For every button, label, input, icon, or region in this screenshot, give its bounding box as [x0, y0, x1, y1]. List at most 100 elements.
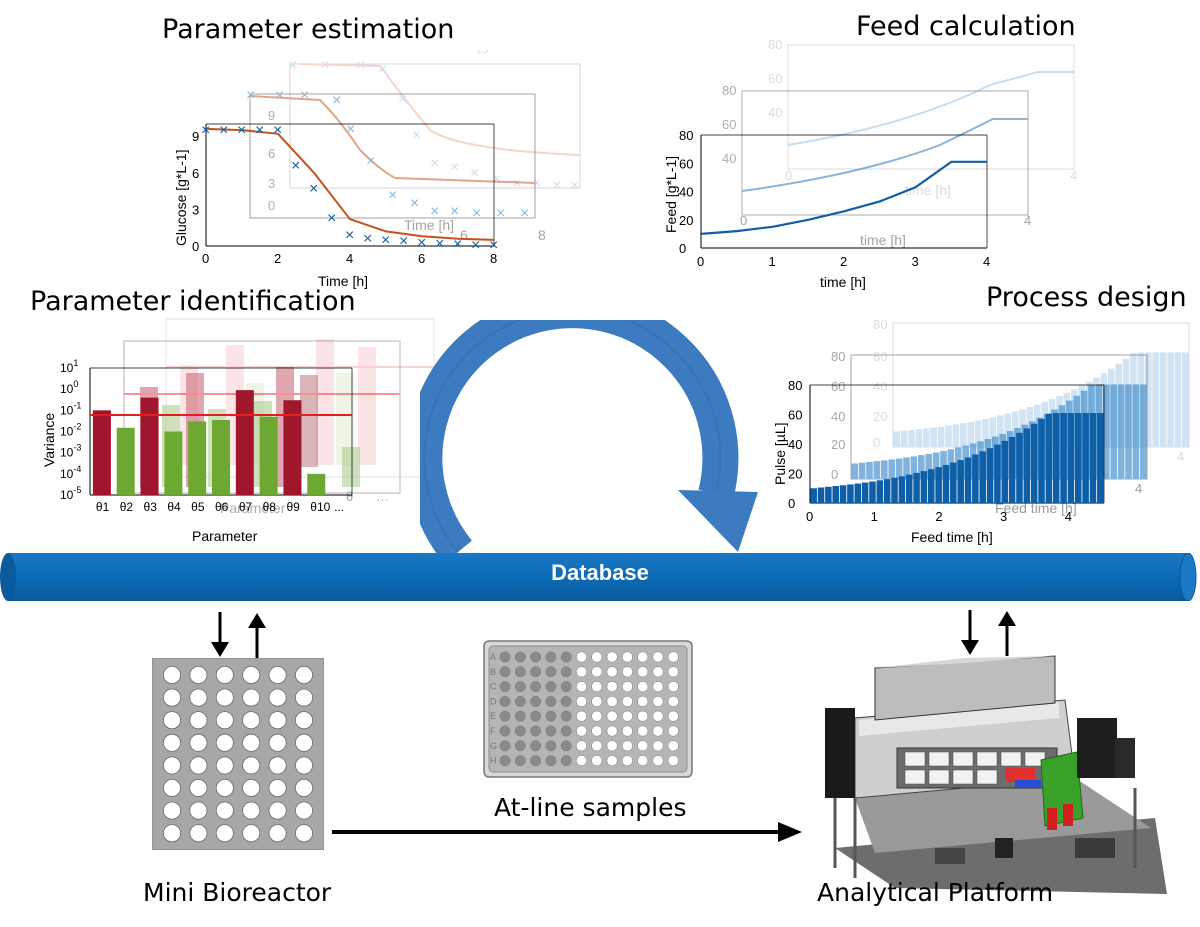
- bioreactor-well: [215, 756, 234, 775]
- pulse-bar: [817, 487, 825, 503]
- sample-well: [621, 695, 633, 707]
- transfer-arrow-icon: [332, 822, 802, 842]
- plate-row-label: A: [490, 652, 496, 662]
- pulse-bar: [920, 471, 928, 503]
- bioreactor-well: [268, 733, 287, 752]
- plate-row-label: B: [490, 667, 496, 677]
- variance-y-label: Variance: [41, 413, 57, 467]
- glucose-measured-point: ×: [381, 232, 390, 249]
- bioreactor-well: [242, 665, 261, 685]
- feed-mid-panel: 80 60 40 time [h] 4 0: [722, 83, 1031, 248]
- sample-well: [621, 666, 633, 678]
- sample-well: [591, 651, 603, 663]
- sample-well: [545, 740, 557, 752]
- sample-well: [530, 681, 542, 693]
- feed-x-tick: 3: [912, 254, 919, 269]
- bioreactor-well: [242, 779, 261, 798]
- svg-text:20: 20: [873, 409, 887, 424]
- sample-well: [499, 740, 511, 752]
- pulse-bar: [1001, 440, 1009, 503]
- variance-bar: [283, 400, 302, 495]
- feed-x-tick: 2: [840, 254, 847, 269]
- at-line-samples-caption: At-line samples: [494, 793, 687, 822]
- bioreactor-well: [162, 688, 182, 707]
- svg-text:0: 0: [831, 467, 838, 482]
- pulse-bar: [1045, 413, 1053, 503]
- pulse-bar: [839, 485, 847, 503]
- sample-well: [621, 681, 633, 693]
- sample-well: [667, 666, 679, 678]
- sample-well: [530, 725, 542, 737]
- svg-text:20: 20: [831, 437, 845, 452]
- sample-well: [499, 710, 511, 722]
- liquid-handling-robot-image: [825, 655, 1167, 894]
- glucose-y-tick: 3: [192, 202, 199, 217]
- pulse-bar: [1089, 413, 1097, 503]
- sample-well: [560, 695, 572, 707]
- svg-text:Time [h]: Time [h]: [404, 217, 454, 233]
- svg-text:80: 80: [873, 317, 887, 332]
- variance-x-tick: θ9: [286, 500, 300, 514]
- svg-text:0: 0: [873, 435, 880, 450]
- variance-bar: [188, 421, 207, 495]
- arrow-up-icon: [998, 611, 1016, 656]
- pulse-bar: [994, 444, 1001, 503]
- glucose-measured-point: ×: [471, 237, 480, 254]
- variance-bar: [259, 416, 278, 495]
- glucose-y-label: Glucose [g*L-1]: [173, 150, 189, 247]
- svg-text:×: ×: [300, 87, 309, 104]
- svg-text:×: ×: [450, 203, 459, 220]
- sample-well: [545, 651, 557, 663]
- glucose-chart-mid-panel: ×××× ×××× ×××× × 9 6 3 0 Time [h] 8 6: [246, 87, 546, 243]
- glucose-back-crosses: ×××× ×××× ×××× ××: [288, 57, 579, 194]
- pulse-y-tick: 80: [788, 378, 802, 393]
- svg-text:8: 8: [538, 227, 546, 243]
- sample-well: [591, 666, 603, 678]
- feed-front-series: [700, 160, 987, 235]
- variance-bar: [164, 431, 183, 495]
- sample-well: [637, 651, 649, 663]
- sample-well: [621, 725, 633, 737]
- bioreactor-well: [294, 688, 313, 707]
- glucose-measured-point: ×: [219, 122, 228, 139]
- feed-calculation-title: Feed calculation: [856, 11, 1076, 42]
- bioreactor-well: [215, 665, 234, 685]
- plate-row-label: G: [490, 741, 497, 751]
- glucose-measured-point: ×: [435, 236, 444, 253]
- feed-y-tick: 40: [679, 185, 693, 200]
- pulse-bars: [810, 413, 1104, 503]
- pulse-y-tick: 40: [788, 437, 802, 452]
- svg-text:6: 6: [268, 146, 275, 161]
- bioreactor-well: [242, 824, 261, 843]
- feed-y-tick: 60: [679, 156, 693, 171]
- svg-text:×: ×: [388, 187, 397, 204]
- pulse-bar: [854, 483, 862, 503]
- pulse-bar: [869, 481, 876, 503]
- sample-well: [560, 710, 572, 722]
- pulse-y-label: Pulse [µL]: [772, 422, 788, 485]
- pulse-bar: [883, 479, 891, 503]
- sample-well: [667, 681, 679, 693]
- svg-text:60: 60: [768, 71, 782, 86]
- sample-well: [621, 651, 633, 663]
- glucose-x-tick: 4: [346, 251, 353, 266]
- pulse-x-tick: 0: [806, 509, 813, 524]
- pulse-x-tick: 3: [1000, 509, 1007, 524]
- sample-well: [530, 651, 542, 663]
- variance-x-tick: θ8: [263, 500, 277, 514]
- variance-x-tick: ...: [334, 500, 344, 514]
- variance-x-label: Parameter: [192, 528, 258, 544]
- variance-y-tick: 10-5: [60, 485, 81, 502]
- sample-well: [576, 666, 587, 678]
- svg-text:×: ×: [496, 205, 505, 222]
- bioreactor-well: [189, 665, 208, 685]
- variance-y-tick: 10-1: [60, 400, 81, 417]
- sample-well: [560, 681, 572, 693]
- glucose-measured-point: ×: [255, 122, 264, 139]
- sample-well: [667, 725, 679, 737]
- variance-bar: [212, 419, 230, 495]
- glucose-x-tick: 8: [490, 251, 497, 266]
- sample-well: [545, 681, 557, 693]
- bioreactor-well: [294, 801, 313, 820]
